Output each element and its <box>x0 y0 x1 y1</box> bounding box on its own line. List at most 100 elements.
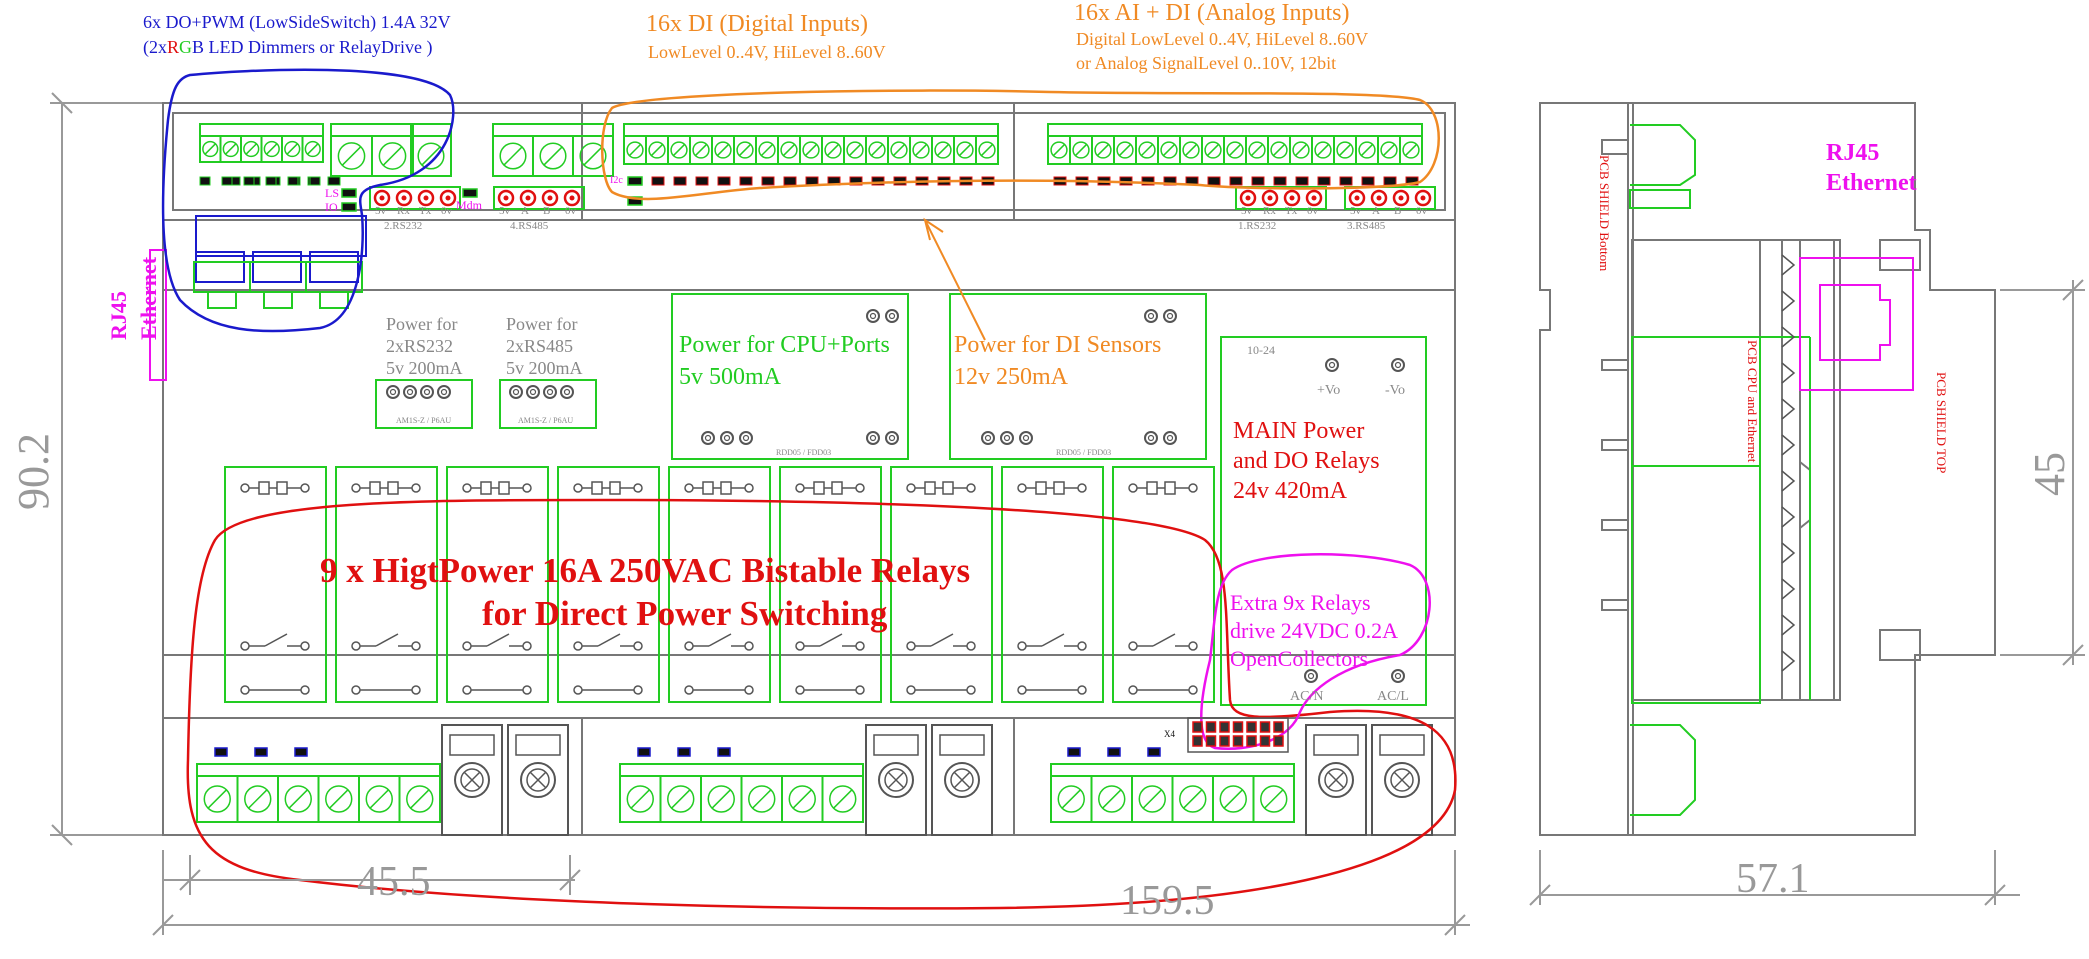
relay-coil <box>258 481 270 495</box>
module-pin-inner <box>1307 672 1315 680</box>
rs485-3-label: 3.RS485 <box>1347 220 1386 232</box>
terminal-screw-slot <box>1316 143 1330 157</box>
relay-contact <box>1188 685 1198 695</box>
terminal-screw-slot <box>1074 143 1088 157</box>
terminal-screw-slot <box>307 143 319 155</box>
relay-outline <box>186 498 1457 910</box>
terminal-screw-slot <box>225 143 237 155</box>
module-pin <box>701 431 715 445</box>
x4-label: X4 <box>1164 729 1175 739</box>
terminal-screw <box>539 142 567 170</box>
terminal-cell <box>371 135 414 177</box>
terminal-screw <box>203 785 231 813</box>
terminal-screw <box>263 140 280 158</box>
main-power-line3: 24v 420mA <box>1233 478 1348 504</box>
relay-pin <box>684 483 694 493</box>
terminal-screw-slot <box>207 789 227 809</box>
relay-contact <box>522 685 532 695</box>
relay-contact <box>351 641 361 651</box>
relay-coil <box>1164 481 1176 495</box>
terminal-screw <box>829 785 857 813</box>
terminal-screw-slot <box>1382 143 1396 157</box>
module-pin <box>885 309 899 323</box>
terminal-screw-slot <box>1052 143 1066 157</box>
terminal-screw-slot <box>782 143 796 157</box>
terminal-screw <box>1358 141 1376 159</box>
terminal-screw-slot <box>329 789 349 809</box>
relay-contact <box>1017 641 1027 651</box>
relay-pin <box>522 483 532 493</box>
power-terminal-slot <box>953 771 971 789</box>
terminal-screw-slot <box>421 146 441 166</box>
terminal-top-rail <box>330 123 414 137</box>
terminal-screw-slot <box>245 143 257 155</box>
terminal-screw-slot <box>266 143 278 155</box>
comb-tooth <box>1781 506 1796 528</box>
module-pin <box>526 385 540 399</box>
power-terminal-slot <box>887 771 905 789</box>
extra-relays-outline <box>1200 553 1431 750</box>
do-sub-open: (2x <box>143 37 167 58</box>
relay-pin <box>1077 483 1087 493</box>
do-subtitle: (2xRGB LED Dimmers or RelayDrive ) <box>143 37 432 58</box>
terminal-screw <box>325 785 353 813</box>
terminal-screw <box>692 141 710 159</box>
module-pin <box>543 385 557 399</box>
relay-pin <box>633 483 643 493</box>
module-pin <box>866 309 880 323</box>
power-terminal-screw-inner <box>1390 768 1414 792</box>
terminal-screw <box>824 141 842 159</box>
power-terminal-screw-inner <box>950 768 974 792</box>
module-pin-inner <box>1166 434 1174 442</box>
relay-contact <box>906 641 916 651</box>
relay <box>557 466 660 703</box>
serial-pin-label: 0v <box>1416 205 1428 217</box>
serial-port-pads <box>369 186 1436 210</box>
side-pcbs <box>1629 124 1811 816</box>
terminal-screw-slot <box>1264 789 1284 809</box>
relay-coil <box>924 481 936 495</box>
terminal-screw <box>1138 141 1156 159</box>
terminal-screw-slot <box>341 146 362 166</box>
serial-pad-hole <box>1267 195 1273 201</box>
x4-pin <box>1205 735 1217 747</box>
power-terminal-slot <box>463 771 481 789</box>
terminal-screw-slot <box>716 143 730 157</box>
io-label: IO <box>325 200 338 214</box>
power-terminal-screw-inner <box>884 768 908 792</box>
power-terminal <box>507 724 569 836</box>
terminal-screw <box>406 785 434 813</box>
relay-contact <box>1128 685 1138 695</box>
comb-tooth <box>1781 542 1796 564</box>
relay-contact <box>855 641 865 651</box>
relay-contact <box>1017 685 1027 695</box>
x4-pin <box>1273 721 1284 733</box>
module-pin <box>1144 431 1158 445</box>
relay <box>1001 466 1104 703</box>
module-pin-inner <box>869 434 877 442</box>
dim-width-total: 159.5 <box>1120 878 1215 924</box>
extra-relays-1: Extra 9x Relays <box>1230 590 1371 615</box>
relay-contact <box>351 685 361 695</box>
terminal-screw <box>802 141 820 159</box>
relay <box>668 466 771 703</box>
led <box>717 176 731 186</box>
power-terminal <box>1371 724 1433 836</box>
terminal-screw-slot <box>870 143 884 157</box>
terminal-screw <box>1072 141 1090 159</box>
terminal-screw <box>579 142 607 170</box>
led <box>327 176 341 186</box>
terminal-screw-slot <box>804 143 818 157</box>
terminal-screw <box>1057 785 1085 813</box>
power-terminal <box>931 724 993 836</box>
terminal-screw <box>890 141 908 159</box>
relay <box>1112 466 1215 703</box>
serial-pin-label: 5v <box>1350 205 1362 217</box>
module-pin-inner <box>406 388 414 396</box>
relay-coil <box>1035 481 1047 495</box>
relay-contact <box>633 641 643 651</box>
serial-pin-label: 5v <box>499 205 511 217</box>
serial-pin-label: 0v <box>1307 205 1319 217</box>
rdd-label-1: RDD05 / FDD03 <box>776 448 831 457</box>
serial-pad-hole <box>503 195 509 201</box>
